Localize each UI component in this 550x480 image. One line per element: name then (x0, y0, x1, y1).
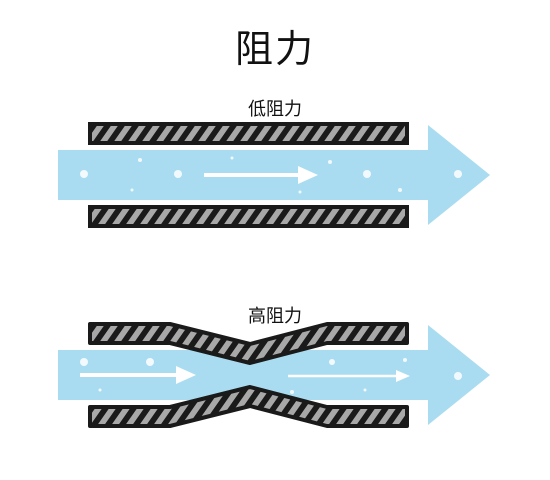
diagram-title: 阻力 (234, 27, 315, 71)
high-resistance-label: 高阻力 (248, 306, 302, 327)
high-flow-arrow-right (288, 370, 410, 382)
high-bottom-wall (88, 385, 409, 428)
high-flow-arrow (58, 325, 490, 425)
low-resistance-panel (58, 122, 490, 228)
low-bottom-wall (88, 205, 409, 228)
high-resistance-panel (58, 322, 490, 428)
high-flow-arrow-left (80, 366, 196, 384)
low-top-wall (88, 122, 409, 145)
high-flow-particles (80, 358, 462, 394)
low-resistance-label: 低阻力 (248, 99, 302, 120)
low-flow-direction-arrow (204, 166, 318, 184)
high-top-wall (88, 322, 409, 365)
low-flow-particles (80, 156, 462, 194)
